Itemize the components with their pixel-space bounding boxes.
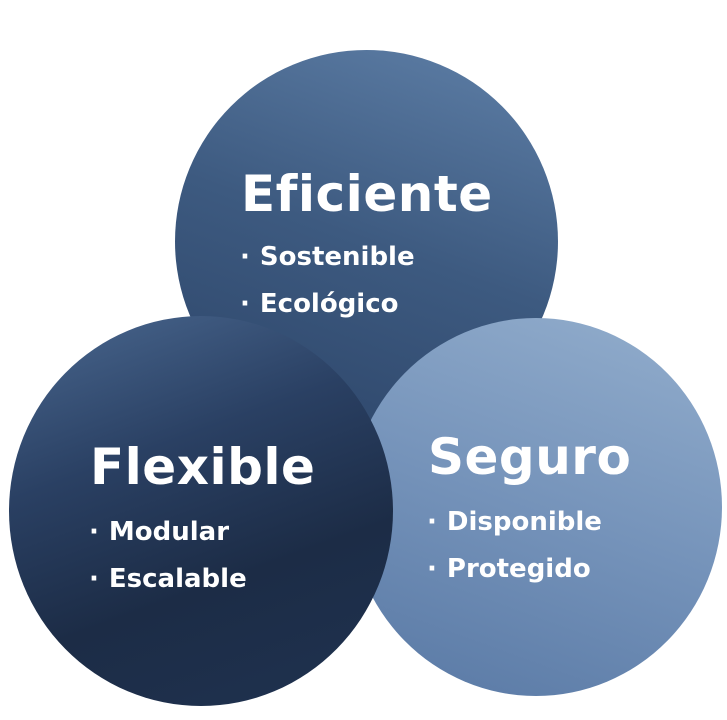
circle-flexible bbox=[9, 316, 393, 706]
list-seguro: ·Disponible ·Protegido bbox=[427, 499, 602, 593]
list-item: ·Sostenible bbox=[240, 242, 415, 272]
circle-seguro bbox=[350, 318, 722, 696]
title-seguro: Seguro bbox=[428, 428, 632, 486]
title-eficiente: Eficiente bbox=[241, 165, 493, 223]
list-item: ·Escalable bbox=[89, 564, 247, 594]
list-flexible: ·Modular ·Escalable bbox=[89, 509, 247, 603]
list-item: ·Disponible bbox=[427, 507, 602, 537]
title-flexible: Flexible bbox=[90, 438, 316, 496]
list-eficiente: ·Sostenible ·Ecológico bbox=[240, 234, 415, 328]
list-item: ·Ecológico bbox=[240, 289, 399, 319]
list-item: ·Protegido bbox=[427, 554, 591, 584]
list-item: ·Modular bbox=[89, 517, 230, 547]
